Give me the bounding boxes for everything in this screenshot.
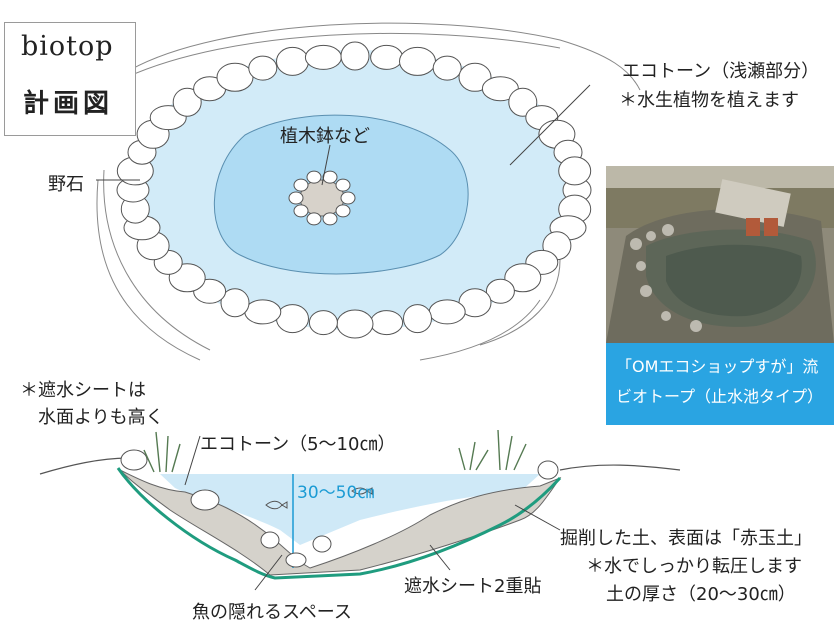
caption-line-1: 「OMエコショップすが」流 xyxy=(616,357,819,376)
photo-caption: 「OMエコショップすが」流 ビオトープ（止水池タイプ） xyxy=(606,343,834,425)
waterproof-sheet xyxy=(116,467,562,580)
stone xyxy=(336,309,374,339)
title-line-1: biotop xyxy=(21,31,114,62)
center-stone xyxy=(293,204,309,218)
sheet-note-line-1: ＊遮水シートは xyxy=(20,380,146,401)
ecotone-note: ＊水生植物を植えます xyxy=(619,90,799,111)
depth-label: 30〜50㎝ xyxy=(297,483,375,503)
stone xyxy=(428,299,466,325)
plants xyxy=(143,429,527,473)
sketch-strokes xyxy=(96,22,641,361)
stone xyxy=(403,304,432,334)
pot-label: 植木鉢など xyxy=(280,126,370,147)
ecotone-label: エコトーン（浅瀬部分） xyxy=(622,61,820,82)
stone xyxy=(220,288,250,318)
fish xyxy=(265,487,373,510)
title-box: biotop 計画図 xyxy=(4,22,136,136)
ecotone-leader-line xyxy=(509,84,591,166)
stone xyxy=(276,46,309,76)
soil-thickness: 土の厚さ（20〜30㎝） xyxy=(606,584,796,605)
center-stone xyxy=(322,170,338,184)
center-stone xyxy=(340,191,356,205)
title-line-2: 計画図 xyxy=(23,89,114,119)
stone xyxy=(244,299,282,325)
section-soil xyxy=(119,469,562,576)
center-stone xyxy=(335,204,351,218)
stone xyxy=(485,278,515,304)
center-stones xyxy=(288,170,356,226)
stone xyxy=(304,44,342,70)
section-water xyxy=(160,474,540,545)
section-ecotone-label: エコトーン（5〜10㎝） xyxy=(200,434,396,455)
soil-label: 掘削した土、表面は「赤玉土」 xyxy=(560,528,812,549)
pot-leader-line xyxy=(321,144,331,186)
fish-space-label: 魚の隠れるスペース xyxy=(192,602,352,623)
pond-photo xyxy=(606,166,834,343)
stone xyxy=(558,156,592,186)
stone xyxy=(276,304,309,334)
center-stone xyxy=(288,191,304,205)
stone xyxy=(432,55,462,81)
stone xyxy=(370,310,404,336)
center-stone xyxy=(322,212,338,226)
stone xyxy=(248,55,278,81)
section-stones xyxy=(120,449,559,568)
center-stone xyxy=(335,178,351,192)
sheet-label: 遮水シート2重貼 xyxy=(404,576,542,597)
stone-label: 野石 xyxy=(48,174,84,195)
stone xyxy=(216,62,254,92)
center-stone xyxy=(306,170,322,184)
sheet-note-line-2: 水面よりも高く xyxy=(38,407,164,428)
soil-note: ＊水でしっかり転圧します xyxy=(586,556,802,577)
stone-ring xyxy=(116,41,592,339)
section-leaders xyxy=(184,435,561,591)
stone xyxy=(504,263,542,293)
caption-line-2: ビオトープ（止水池タイプ） xyxy=(616,387,824,406)
stone xyxy=(340,41,370,71)
stone xyxy=(308,310,338,336)
stone xyxy=(370,44,404,70)
center-stone xyxy=(293,178,309,192)
stone xyxy=(399,46,436,76)
center-stone xyxy=(306,212,322,226)
cross-section xyxy=(39,429,681,591)
stone xyxy=(172,87,202,117)
stone xyxy=(458,62,492,92)
